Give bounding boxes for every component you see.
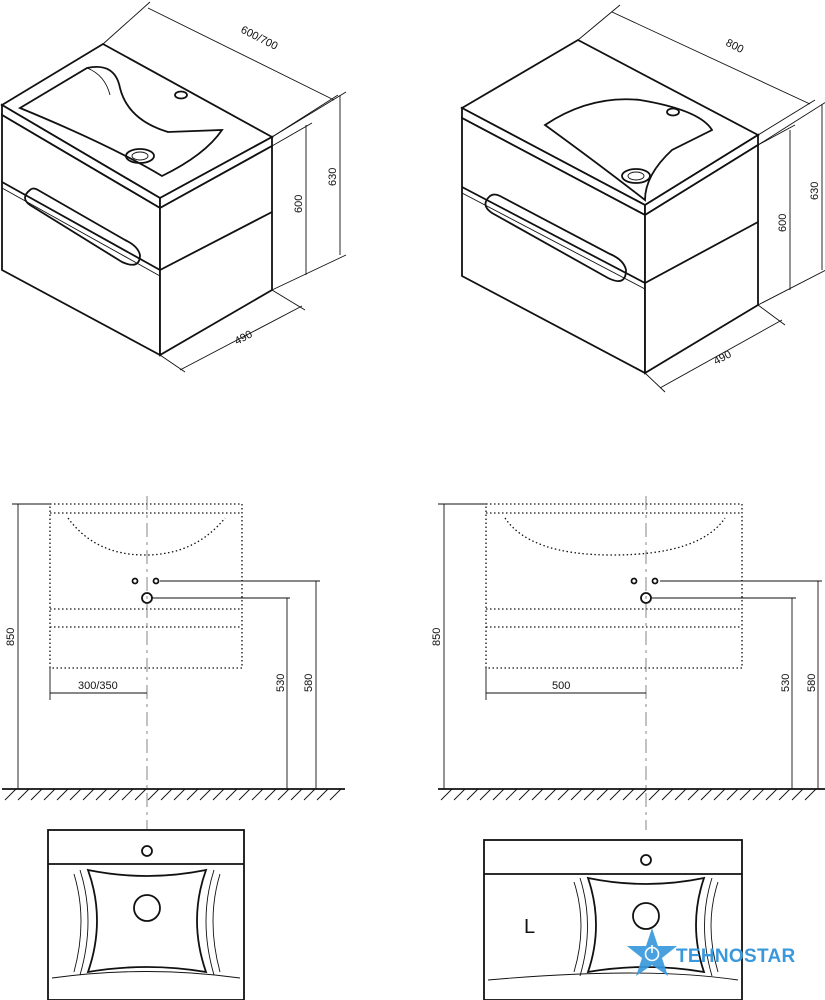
watermark-logo: [627, 928, 677, 976]
right-top-view: [483, 839, 743, 1000]
left-top-view: [47, 829, 245, 1000]
left-front-offset-label: 300/350: [78, 680, 118, 692]
right-top-side-marker: L: [524, 916, 535, 938]
right-front-overall-height-label: 850: [431, 628, 443, 646]
right-front-outlet-530-label: 530: [780, 674, 792, 692]
right-iso-body-height-label: 600: [777, 214, 789, 232]
right-front-offset-label: 500: [552, 680, 570, 692]
left-iso-width-label: 600/700: [239, 24, 280, 53]
right-front-outlet-580-label: 580: [806, 674, 818, 692]
left-front-outlet-530-label: 530: [275, 674, 287, 692]
right-iso-depth-label: 490: [712, 348, 734, 367]
left-isometric-view: [0, 1, 347, 373]
right-isometric-view: [460, 4, 825, 393]
left-iso-body-height-label: 600: [293, 195, 305, 213]
right-iso-width-label: 800: [724, 37, 746, 56]
right-iso-total-height-label: 630: [809, 182, 821, 200]
left-iso-depth-label: 490: [233, 328, 255, 347]
right-front-view: [438, 496, 825, 830]
left-front-overall-height-label: 850: [5, 628, 17, 646]
left-iso-total-height-label: 630: [327, 168, 339, 186]
watermark-brand-text: TEHNOSTAR: [676, 946, 796, 967]
left-front-view: [2, 496, 345, 830]
left-front-outlet-580-label: 580: [303, 674, 315, 692]
